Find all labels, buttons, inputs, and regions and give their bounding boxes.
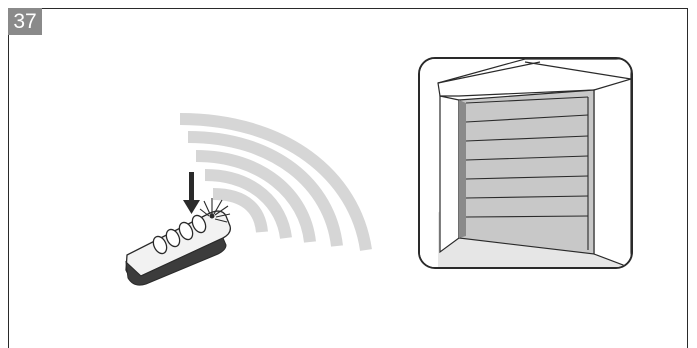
illustration-canvas xyxy=(0,0,697,338)
arrow-down-icon xyxy=(183,172,200,214)
remote-led xyxy=(210,214,215,219)
garage-door-icon xyxy=(419,58,632,268)
remote-control-icon xyxy=(126,211,230,285)
